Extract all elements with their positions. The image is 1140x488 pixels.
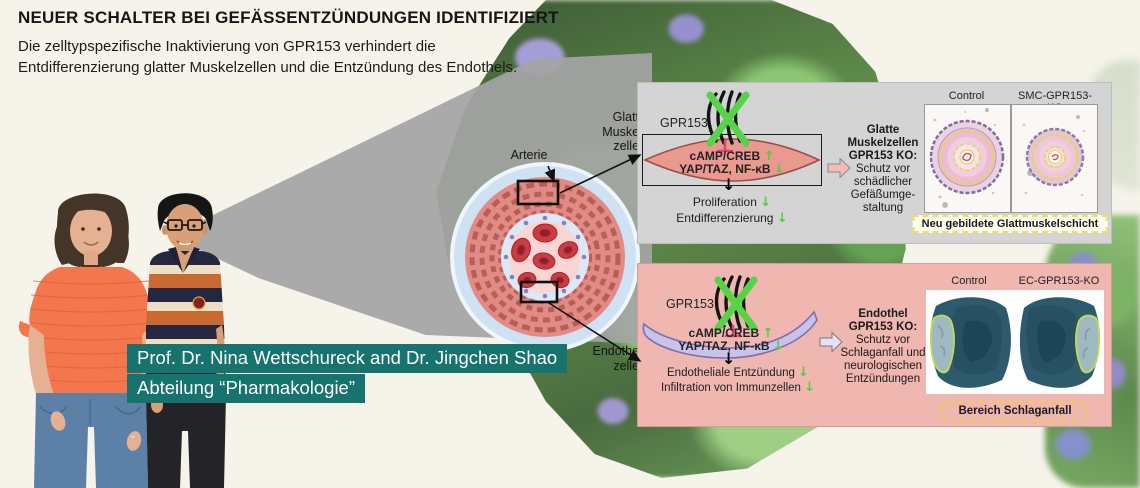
inhibition-tbar-icon <box>716 139 734 153</box>
decrease-arrow-icon: ↓ <box>804 379 816 395</box>
artery-label: Arterie <box>510 148 548 162</box>
credit-names: Prof. Dr. Nina Wettschureck and Dr. Jing… <box>127 344 568 373</box>
smc-pathway-text: cAMP/CREB ↑ YAP/TAZ, NF-κB ↓ <box>679 149 785 177</box>
smc-control-histology-image <box>924 104 1011 213</box>
green-x-icon <box>706 91 750 147</box>
smc-effects-text: Proliferation ↓ Entdifferenzierung ↓ <box>676 195 788 226</box>
downstream-arrow-icon: ↓ <box>722 175 736 194</box>
stroke-area-outline <box>1075 314 1101 374</box>
brain-section-images <box>926 290 1104 394</box>
inhibition-tbar-icon <box>724 324 742 338</box>
block-arrow-icon <box>819 331 843 353</box>
decrease-arrow-icon: ↓ <box>798 365 809 380</box>
endothelial-nuclei-dots <box>503 215 587 299</box>
gpr153-receptor-icon <box>706 90 750 153</box>
credit-banner: Prof. Dr. Nina Wettschureck and Dr. Jing… <box>127 344 568 404</box>
block-arrow-icon <box>827 157 851 179</box>
researchers-photo <box>18 193 226 488</box>
endothelial-cell-shape <box>642 310 818 359</box>
increase-arrow-icon: ↑ <box>763 149 775 164</box>
decrease-arrow-icon: ↓ <box>760 195 772 210</box>
ec-ko-brain-image <box>1019 297 1101 388</box>
increase-arrow-icon: ↑ <box>762 326 774 341</box>
researcher-woman <box>18 193 164 488</box>
ec-panel: GPR153 cAMP/CREB ↑ YAP/TAZ, NF-κB ↓ <box>637 263 1112 427</box>
subtitle-line-2: Entdifferenzierung glatter Muskelzellen … <box>18 59 518 76</box>
smc-ko-summary: Glatte Muskelzellen GPR153 KO: Schutz vo… <box>847 124 919 214</box>
ec-pathway-text: cAMP/CREB ↑ YAP/TAZ, NF-κB ↓ <box>678 326 784 354</box>
ec-receptor-label: GPR153 <box>666 297 714 311</box>
polo-badge <box>192 296 206 310</box>
ec-effects-text: Endotheliale Entzündung ↓ Infiltration v… <box>660 365 816 395</box>
gpr153-receptor-icon <box>714 275 758 338</box>
artery-cross-section-diagram <box>450 162 640 352</box>
decrease-arrow-icon: ↓ <box>776 210 788 226</box>
smc-zoom-rectangle <box>516 179 560 206</box>
ec-image-caption: Bereich Schlaganfall <box>942 401 1088 421</box>
smc-control-image-label: Control <box>948 90 985 102</box>
researcher-man <box>146 193 226 488</box>
page-subtitle: Die zelltypspezifische Inaktivierung von… <box>18 36 517 78</box>
downstream-arrow-icon: ↓ <box>722 349 736 368</box>
ec-control-image-label: Control <box>951 275 987 287</box>
ec-zoom-rectangle <box>519 280 559 304</box>
smc-ko-histology-image <box>1011 104 1098 213</box>
ec-layer-label: Endothel- zellen <box>592 344 646 373</box>
decrease-arrow-icon: ↓ <box>773 162 785 177</box>
smc-image-caption: Neu gebildete Glattmuskelschicht <box>912 215 1108 233</box>
credit-department: Abteilung “Pharmakologie” <box>127 374 366 403</box>
decrease-arrow-icon: ↓ <box>772 339 784 354</box>
ec-ko-summary: Endothel GPR153 KO: Schutz vor Schlaganf… <box>840 308 926 385</box>
glasses-icon <box>163 219 207 231</box>
page-title: NEUER SCHALTER BEI GEFÄSSENTZÜNDUNGEN ID… <box>18 8 559 27</box>
stroke-area-outline <box>929 314 955 374</box>
red-blood-cells <box>511 223 579 289</box>
smc-layer-label: Glatte Muskel- zellen <box>602 110 646 153</box>
green-x-icon <box>714 276 758 332</box>
ec-ko-image-label: EC-GPR153-KO <box>1018 275 1100 287</box>
smc-cell-box <box>642 134 822 186</box>
subtitle-line-1: Die zelltypspezifische Inaktivierung von… <box>18 38 436 55</box>
smc-panel: GPR153 cAMP/CREB ↑ YAP/TAZ, NF-κB <box>637 82 1112 244</box>
ec-control-brain-image <box>929 297 1011 388</box>
smc-receptor-label: GPR153 <box>660 116 708 130</box>
